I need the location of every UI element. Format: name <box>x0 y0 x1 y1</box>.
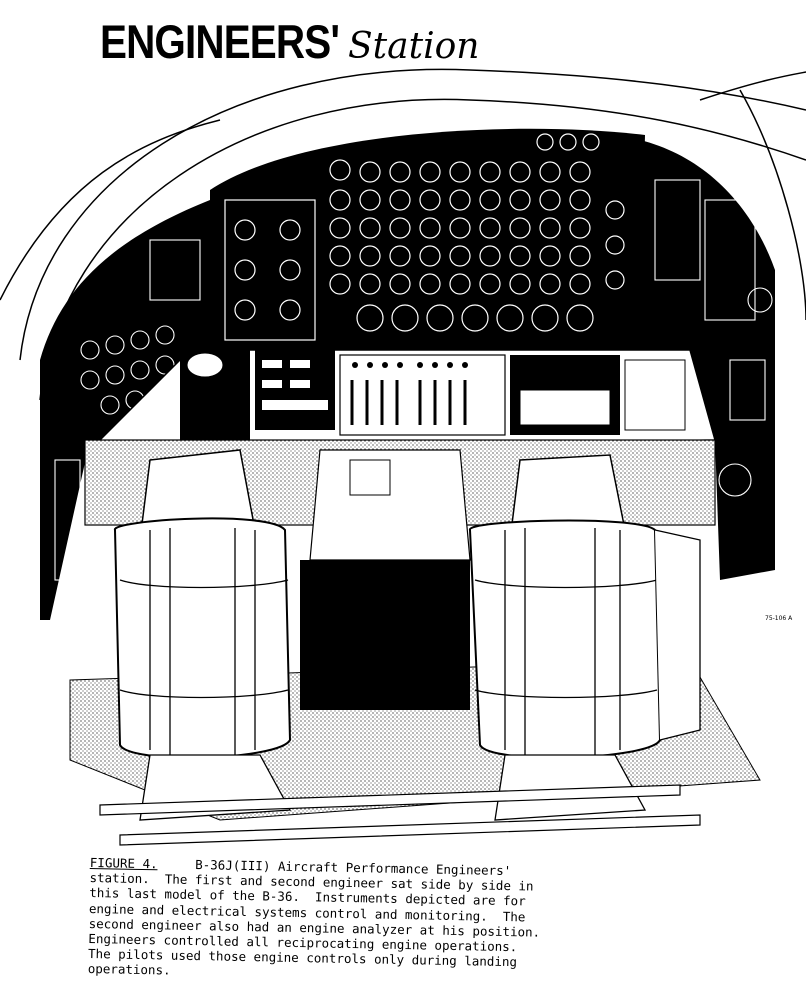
engineer-console-desk <box>88 349 716 451</box>
engineers-station-illustration: 75-106 A <box>0 68 806 846</box>
figure-caption: FIGURE 4. B-36J(III) Aircraft Performanc… <box>88 855 710 989</box>
right-side-panel <box>640 140 775 580</box>
title-script-text: Station <box>348 26 480 67</box>
title-main-text: ENGINEERS' <box>100 15 340 68</box>
left-side-panel <box>40 200 210 620</box>
figure-label: FIGURE 4. <box>89 855 158 872</box>
main-instrument-panel <box>210 128 645 360</box>
illustration-code: 75-106 A <box>765 615 793 622</box>
page-title: ENGINEERS' Station <box>100 14 479 74</box>
center-footwell <box>300 449 471 710</box>
seat-rails <box>99 784 701 846</box>
right-engineer-seat <box>468 454 701 821</box>
fuselage-outline <box>0 68 806 401</box>
